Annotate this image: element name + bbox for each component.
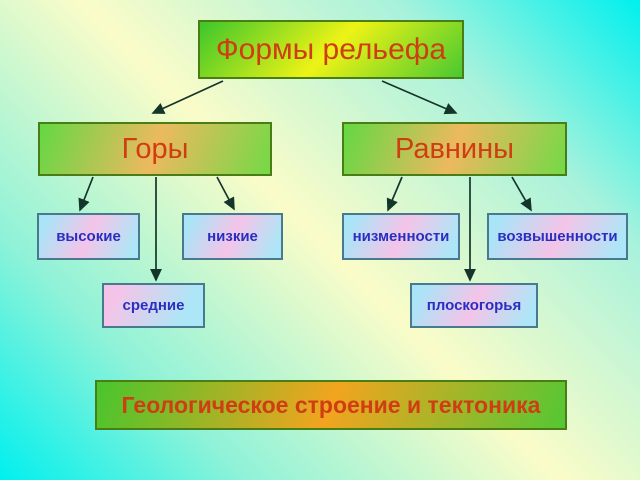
node-plains: Равнины	[342, 122, 567, 176]
connector-plains-lowlands	[386, 176, 403, 212]
node-middle: средние	[102, 283, 205, 328]
connector-root-plains	[381, 80, 458, 115]
node-plateaus: плоскогорья	[410, 283, 538, 328]
connector-mountains-high	[78, 176, 94, 212]
node-relief-forms: Формы рельефа	[198, 20, 464, 79]
node-lowlands: низменности	[342, 213, 460, 260]
node-low: низкие	[182, 213, 283, 260]
node-high: высокие	[37, 213, 140, 260]
connector-mountains-low	[216, 176, 235, 211]
connector-plains-uplands	[511, 176, 532, 212]
node-mountains: Горы	[38, 122, 272, 176]
node-uplands: возвышенности	[487, 213, 628, 260]
node-geological-structure: Геологическое строение и тектоника	[95, 380, 567, 430]
connector-root-mountains	[151, 80, 224, 114]
